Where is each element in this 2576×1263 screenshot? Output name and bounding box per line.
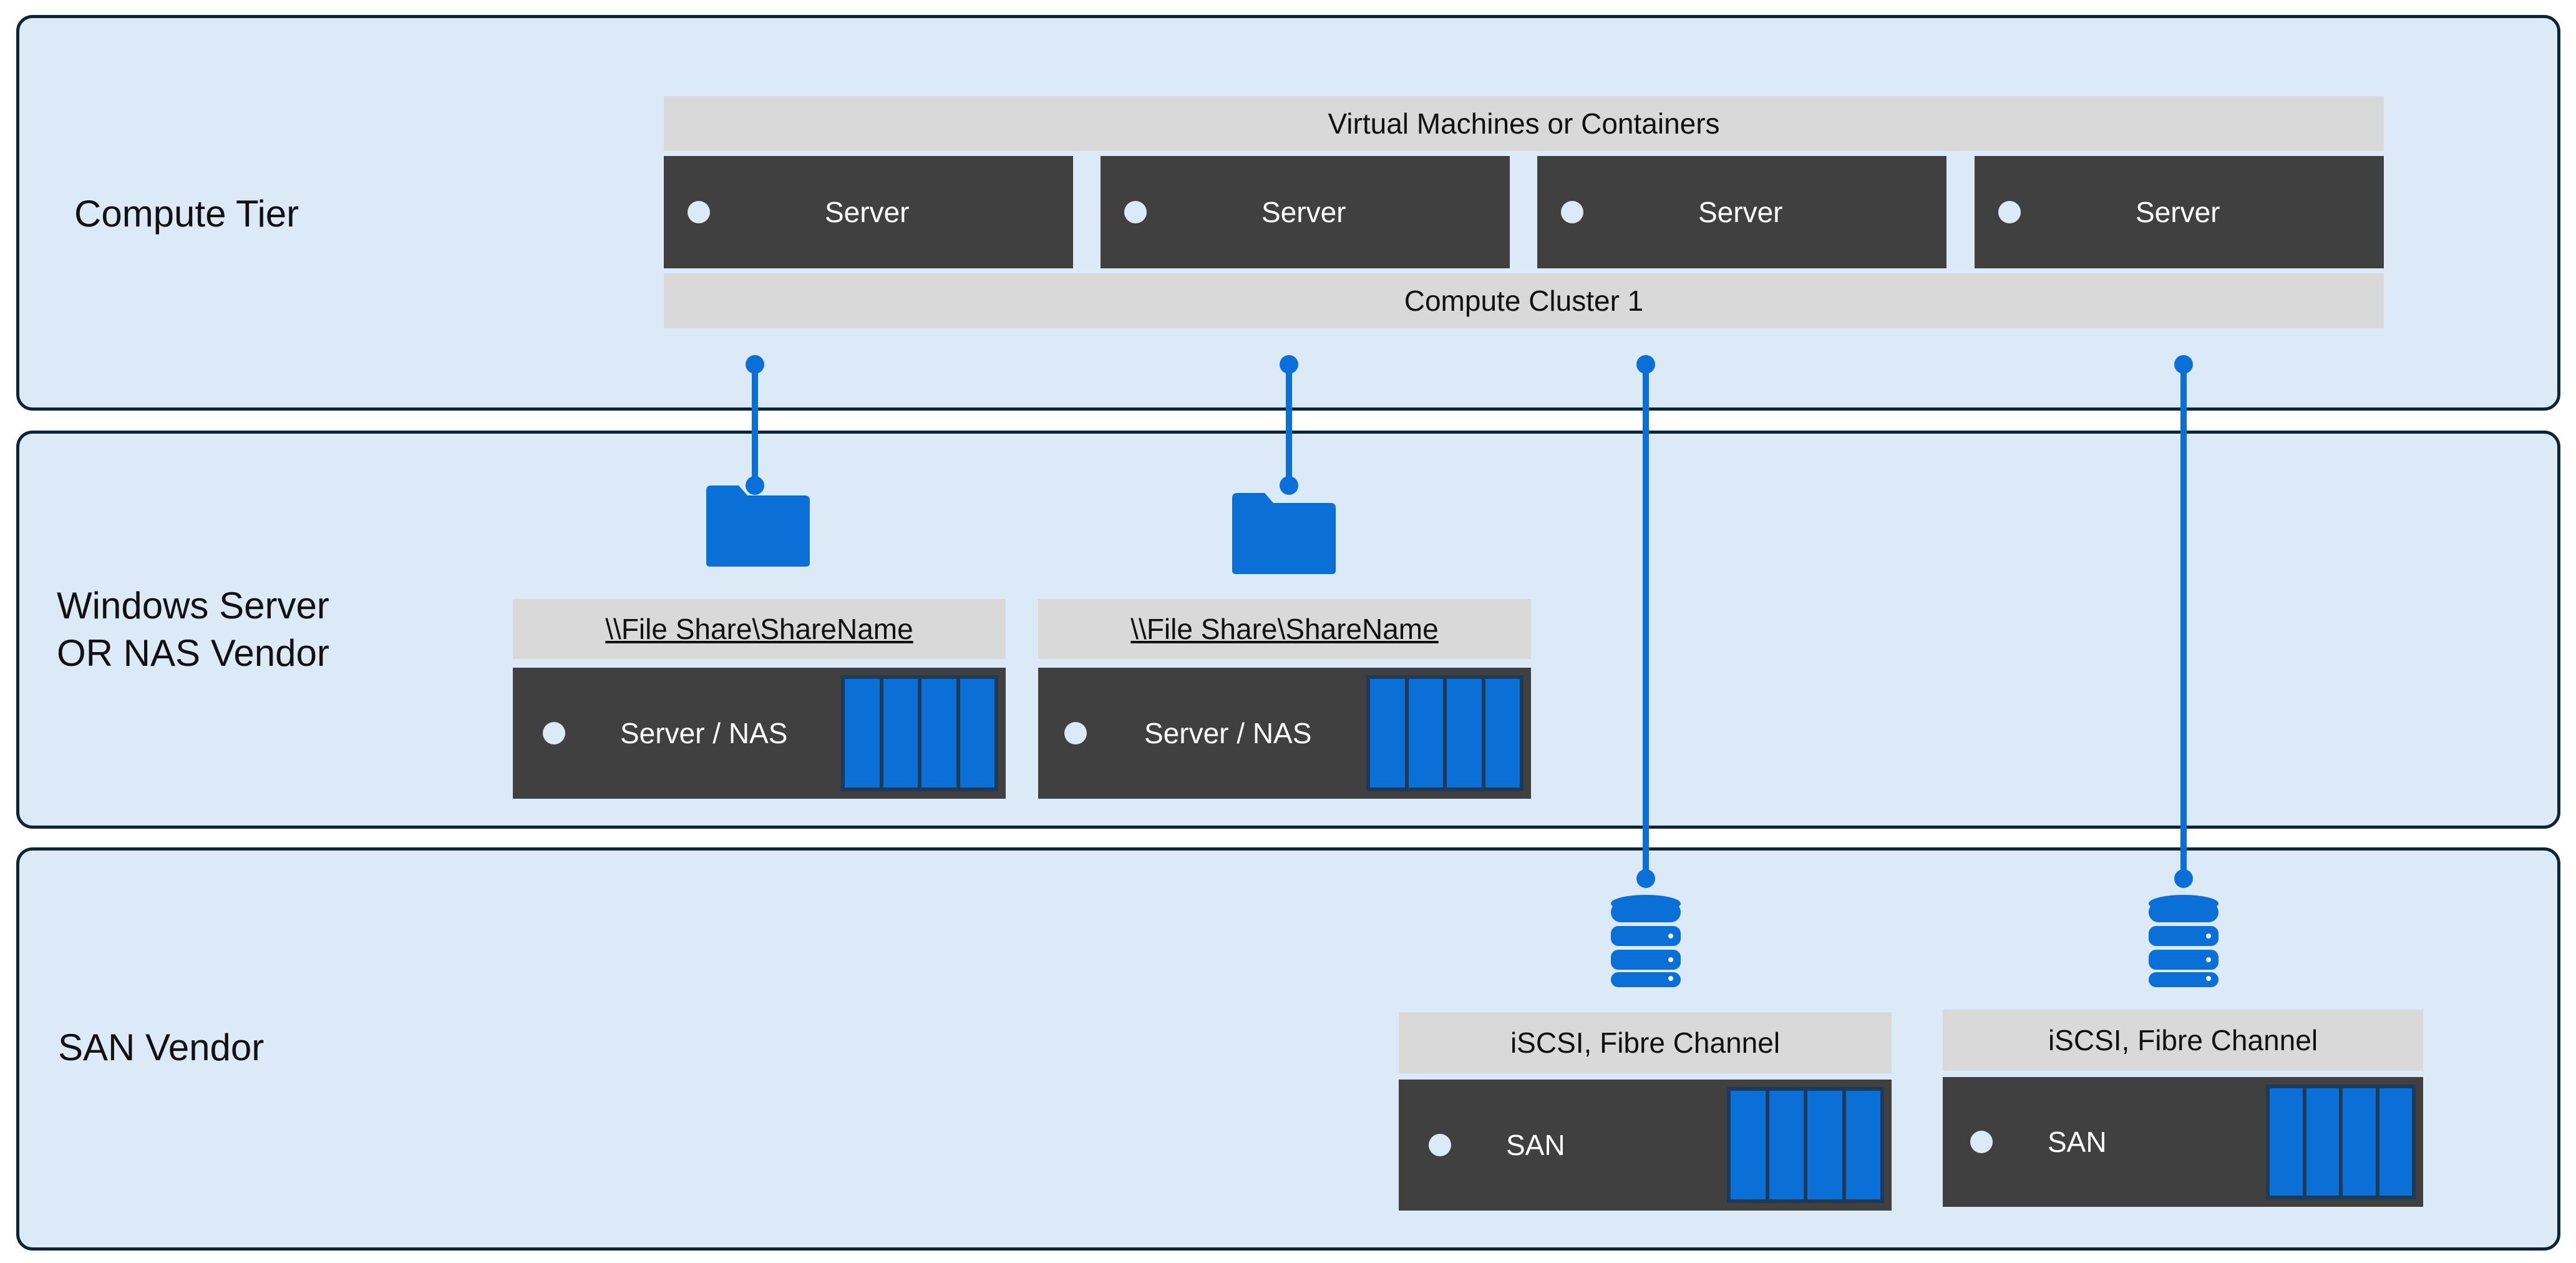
power-led-icon <box>688 201 710 223</box>
file-share-bar-2: \\File Share\ShareName <box>1038 599 1531 659</box>
san-tier-label: SAN Vendor <box>58 1026 265 1068</box>
protocol-bar-2: iSCSI, Fibre Channel <box>1943 1010 2423 1071</box>
server-label: Server <box>1698 196 1783 228</box>
file-share-path: \\File Share\ShareName <box>605 613 913 645</box>
server-box-4: Server <box>1975 156 2384 268</box>
server-box-2: Server <box>1101 156 1510 268</box>
server-label: Server <box>2136 196 2220 228</box>
server-box-3: Server <box>1537 156 1947 268</box>
compute-cluster-bar: Compute Cluster 1 <box>664 273 2384 328</box>
file-share-path: \\File Share\ShareName <box>1130 613 1439 645</box>
disk-array <box>841 675 998 791</box>
power-led-icon <box>1970 1131 1993 1153</box>
file-share-bar-1: \\File Share\ShareName <box>513 599 1006 659</box>
server-nas-box-2: Server / NAS <box>1038 668 1531 799</box>
vm-bar: Virtual Machines or Containers <box>664 96 2384 151</box>
server-nas-box-1: Server / NAS <box>513 668 1006 799</box>
server-label: Server <box>1261 196 1346 228</box>
disk-array <box>1366 675 1524 791</box>
power-led-icon <box>1561 201 1583 223</box>
power-led-icon <box>1998 201 2021 223</box>
power-led-icon <box>1429 1134 1451 1156</box>
power-led-icon <box>1064 722 1087 744</box>
server-label: Server <box>825 196 910 228</box>
disk-array <box>1727 1087 1884 1203</box>
nas-tier-label: Windows Server OR NAS Vendor <box>57 585 329 674</box>
san-box-2: SAN <box>1943 1077 2423 1207</box>
san-label: SAN <box>1506 1129 1565 1161</box>
server-box-1: Server <box>664 156 1073 268</box>
san-label: SAN <box>2048 1126 2107 1158</box>
disk-array <box>2266 1085 2416 1199</box>
san-box-1: SAN <box>1399 1080 1892 1211</box>
compute-tier-label: Compute Tier <box>74 193 299 235</box>
power-led-icon <box>543 722 565 744</box>
protocol-bar-1: iSCSI, Fibre Channel <box>1399 1012 1892 1073</box>
power-led-icon <box>1124 201 1147 223</box>
server-nas-label: Server / NAS <box>1144 717 1312 749</box>
server-nas-label: Server / NAS <box>620 717 788 749</box>
